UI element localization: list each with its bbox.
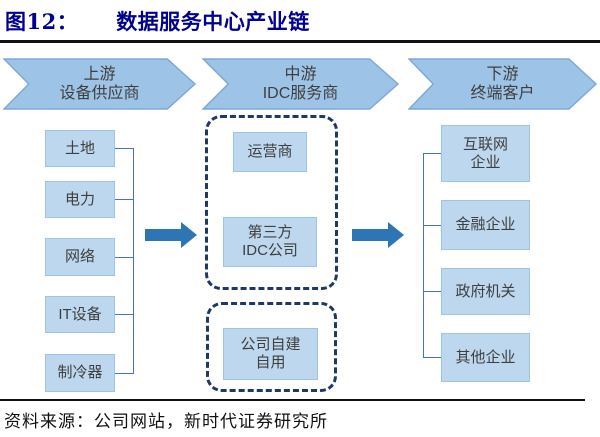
connector-line: [115, 148, 133, 149]
node-government-agencies: 政府机关: [441, 268, 530, 315]
figure-title-row: 图12： 数据服务中心产业链: [5, 6, 310, 36]
connector-line: [423, 225, 441, 226]
node-self-built-self-use: 公司自建 自用: [223, 328, 318, 380]
node-it-equipment: IT设备: [45, 296, 115, 333]
node-carrier: 运营商: [233, 132, 307, 172]
banner-downstream-line2: 终端客户: [470, 85, 535, 102]
connector-line: [115, 373, 133, 374]
banner-midstream-line2: IDC服务商: [262, 85, 339, 102]
banner-midstream: 中游 IDC服务商: [202, 58, 399, 110]
footer-divider-line: [0, 399, 585, 401]
chevron-shape-icon: [408, 58, 597, 110]
chevron-shape-icon: [202, 58, 399, 110]
node-network: 网络: [45, 238, 115, 276]
node-other-companies: 其他企业: [441, 333, 530, 382]
banner-upstream: 上游 设备供应商: [3, 58, 196, 110]
node-third-party-idc: 第三方 IDC公司: [223, 217, 317, 267]
banner-upstream-label: 上游 设备供应商: [3, 58, 196, 110]
figure-number-label: 图12：: [5, 9, 79, 34]
node-power: 电力: [45, 181, 115, 218]
connector-line: [423, 153, 424, 358]
banner-upstream-line2: 设备供应商: [59, 85, 140, 102]
group-self-built: [206, 302, 337, 392]
source-note: 资料来源：公司网站，新时代证券研究所: [4, 412, 328, 432]
connector-line: [115, 314, 133, 315]
banner-midstream-line1: 中游: [284, 66, 317, 83]
node-financial-companies: 金融企业: [441, 200, 530, 250]
banner-upstream-line1: 上游: [83, 66, 116, 83]
flow-arrow-right-icon: [145, 222, 197, 248]
connector-line: [115, 257, 133, 258]
connector-line: [423, 153, 441, 154]
chevron-shape-icon: [3, 58, 196, 110]
group-idc-operators: [205, 115, 338, 290]
banner-midstream-label: 中游 IDC服务商: [202, 58, 399, 110]
figure-header: 图12： 数据服务中心产业链: [0, 0, 600, 43]
connector-line: [133, 148, 134, 374]
header-divider-line: [0, 40, 600, 43]
connector-line: [115, 199, 133, 200]
node-internet-companies: 互联网 企业: [441, 125, 530, 182]
banner-downstream-label: 下游 终端客户: [408, 58, 597, 110]
figure-title: 数据服务中心产业链: [116, 9, 310, 34]
flow-arrow-right-icon: [352, 222, 404, 248]
banner-downstream-line1: 下游: [486, 66, 519, 83]
connector-line: [423, 357, 441, 358]
node-cooling: 制冷器: [45, 354, 115, 392]
connector-line: [423, 291, 441, 292]
node-land: 土地: [45, 130, 115, 167]
banner-downstream: 下游 终端客户: [408, 58, 597, 110]
